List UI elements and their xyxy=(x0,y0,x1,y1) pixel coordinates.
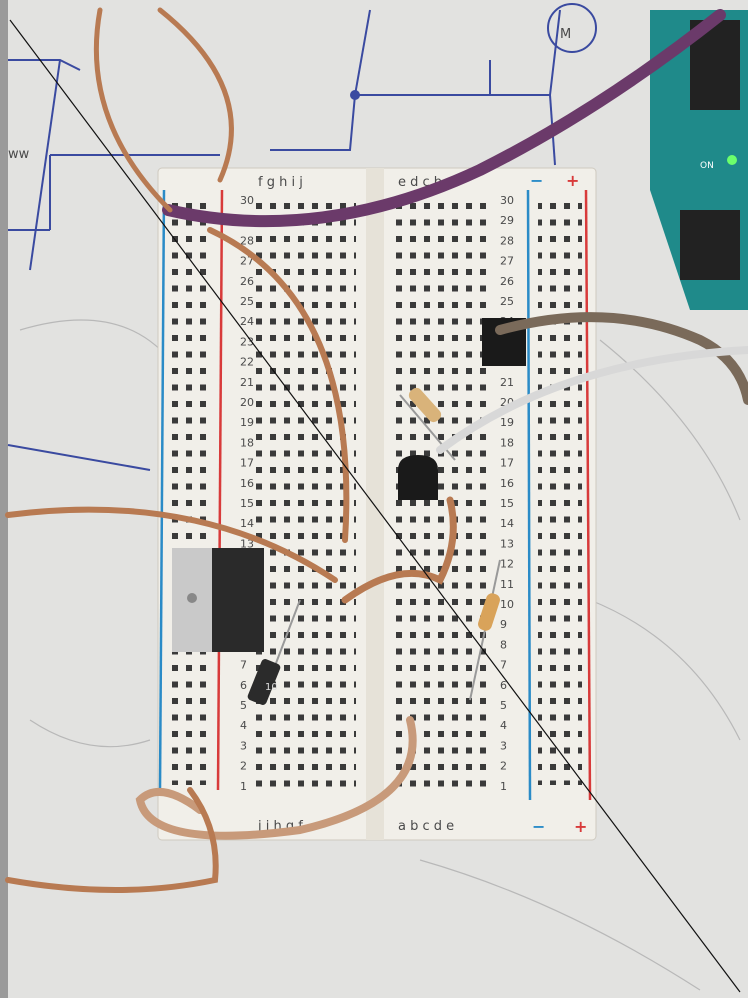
schematic-label: ww xyxy=(8,147,30,162)
row-number-right: 2 xyxy=(500,760,507,773)
rail-minus-bottom: − xyxy=(532,817,545,836)
row-number-right: 17 xyxy=(500,457,514,470)
white-wire xyxy=(436,346,748,454)
purple-wire xyxy=(162,9,726,228)
terminal-strip-left xyxy=(256,195,356,795)
row-number-right: 30 xyxy=(500,194,514,207)
resistor-bottom xyxy=(469,559,501,701)
rail-plus-top: + xyxy=(566,171,579,190)
row-number-left: 23 xyxy=(240,335,254,348)
row-number-right: 1 xyxy=(500,780,507,793)
right-plus-rail xyxy=(584,189,592,801)
row-number-right: 27 xyxy=(500,255,514,268)
row-number-left: 20 xyxy=(240,396,254,409)
row-number-left: 17 xyxy=(240,457,254,470)
row-number-right: 10 xyxy=(500,598,514,611)
row-number-left: 2 xyxy=(240,760,247,773)
row-number-left: 15 xyxy=(240,497,254,510)
row-number-left: 30 xyxy=(240,194,254,207)
row-number-left: 7 xyxy=(240,659,247,672)
voltage-regulator xyxy=(172,548,264,652)
right-minus-rail xyxy=(526,189,532,801)
row-number-right: 19 xyxy=(500,416,514,429)
wires xyxy=(5,7,748,893)
diagonal-line xyxy=(9,19,741,993)
row-number-right: 9 xyxy=(500,618,507,631)
row-number-left: 24 xyxy=(240,315,254,328)
row-number-right: 26 xyxy=(500,275,514,288)
row-number-right: 5 xyxy=(500,699,507,712)
row-number-left: 6 xyxy=(240,679,247,692)
arduino-led-label: ON xyxy=(700,161,714,171)
row-number-right: 3 xyxy=(500,739,507,752)
row-number-left: 3 xyxy=(240,739,247,752)
transistor xyxy=(398,455,438,500)
rail-plus-bottom: + xyxy=(574,817,587,836)
row-number-right: 29 xyxy=(500,214,514,227)
row-number-right: 25 xyxy=(500,295,514,308)
row-number-left: 14 xyxy=(240,517,254,530)
row-number-left: 28 xyxy=(240,234,254,247)
pencil-lines xyxy=(19,319,741,991)
row-number-left: 26 xyxy=(240,275,254,288)
row-number-right: 12 xyxy=(500,558,514,571)
row-number-right: 15 xyxy=(500,497,514,510)
brown-wire xyxy=(495,312,748,405)
row-number-left: 4 xyxy=(240,719,247,732)
diode-marking: 10 xyxy=(265,682,278,693)
row-number-right: 8 xyxy=(500,638,507,651)
row-number-right: 14 xyxy=(500,517,514,530)
left-edge xyxy=(0,0,8,998)
row-number-left: 5 xyxy=(240,699,247,712)
row-number-right: 7 xyxy=(500,659,507,672)
row-number-right: 6 xyxy=(500,679,507,692)
row-number-left: 16 xyxy=(240,477,254,490)
row-number-left: 22 xyxy=(240,356,254,369)
row-number-left: 1 xyxy=(240,780,247,793)
row-number-right: 18 xyxy=(500,436,514,449)
breadboard: f g h i j e d c b a j i h g f a b c d e … xyxy=(157,167,597,841)
row-number-right: 13 xyxy=(500,537,514,550)
row-number-right: 16 xyxy=(500,477,514,490)
diode: 10 xyxy=(247,599,301,705)
arduino-board: ON xyxy=(650,10,748,310)
left-plus-rail xyxy=(216,189,224,791)
row-number-left: 18 xyxy=(240,436,254,449)
row-number-left: 19 xyxy=(240,416,254,429)
bottom-letters-right: a b c d e xyxy=(398,819,454,834)
left-minus-rail xyxy=(158,189,166,791)
row-number-left: 13 xyxy=(240,537,254,550)
motor-symbol-label: M xyxy=(560,27,571,42)
rail-minus-top: − xyxy=(530,171,543,190)
row-number-right: 4 xyxy=(500,719,507,732)
row-number-right: 11 xyxy=(500,578,514,591)
row-number-left: 25 xyxy=(240,295,254,308)
row-number-right: 28 xyxy=(500,234,514,247)
row-number-right: 21 xyxy=(500,376,514,389)
row-numbers-right: 3029282726252423222120191817161514131211… xyxy=(500,194,514,793)
top-letters-left: f g h i j xyxy=(258,175,303,190)
row-number-left: 21 xyxy=(240,376,254,389)
